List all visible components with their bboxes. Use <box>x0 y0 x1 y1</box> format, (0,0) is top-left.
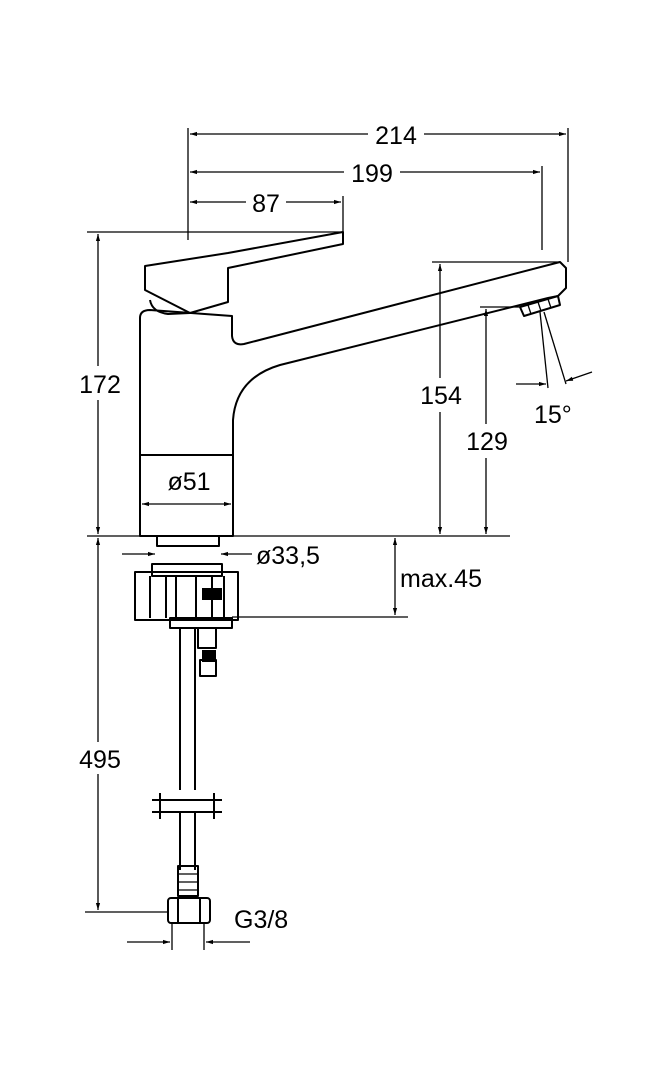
label-overall-length: 214 <box>375 122 417 150</box>
label-total-height: 172 <box>79 371 121 399</box>
mounting-nut <box>134 563 239 629</box>
label-outlet-angle: 15° <box>534 401 572 429</box>
label-deck-thickness: max.45 <box>400 565 482 593</box>
label-spout-reach: 199 <box>351 160 393 188</box>
extension-lines <box>85 128 569 950</box>
label-lever-offset: 87 <box>252 190 280 218</box>
body-and-spout <box>139 261 567 537</box>
angle-indicator <box>516 311 593 389</box>
aerator <box>519 295 561 317</box>
dimension-labels: 214 199 87 172 154 129 15° ø51 ø33,5 max… <box>72 118 572 934</box>
lever-handle <box>144 231 344 314</box>
faucet-outline <box>134 231 567 924</box>
label-hose-length: 495 <box>79 746 121 774</box>
connection-nut <box>167 897 211 924</box>
hose-lower <box>177 812 199 897</box>
hose-upper <box>179 627 217 790</box>
break-symbol <box>152 793 222 819</box>
label-body-diameter: ø51 <box>167 468 210 496</box>
label-outlet-height: 129 <box>466 428 508 456</box>
label-spout-height: 154 <box>420 382 462 410</box>
label-connection-thread: G3/8 <box>234 906 288 934</box>
base-ring <box>156 535 220 547</box>
label-hole-diameter: ø33,5 <box>256 542 320 570</box>
